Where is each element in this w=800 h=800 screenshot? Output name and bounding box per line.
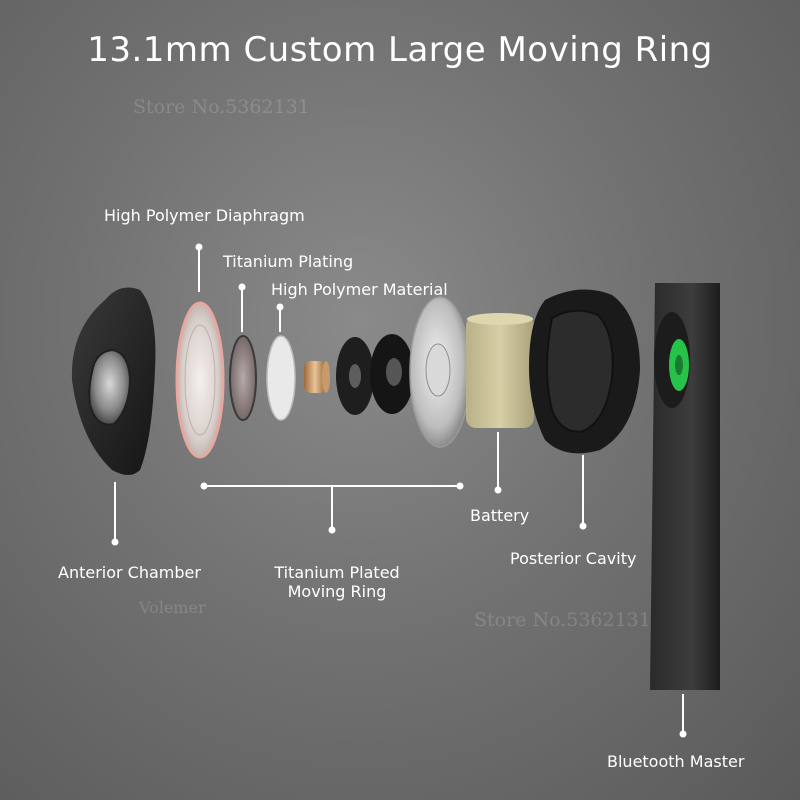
label-titanium-plated-moving-ring: Titanium Plated Moving Ring	[262, 563, 412, 601]
posterior-cavity-part	[529, 289, 640, 454]
page-title: 13.1mm Custom Large Moving Ring	[87, 30, 713, 70]
moving-ring-coil-part	[304, 361, 330, 393]
magnet-yoke-part	[409, 296, 471, 448]
watermark-store-bottom: Store No.5362131	[474, 609, 651, 631]
label-battery: Battery	[470, 506, 530, 525]
high-polymer-material-part	[266, 335, 296, 421]
watermark-volemer: Volemer	[139, 598, 206, 617]
label-titanium-plated-moving-ring-line1: Titanium Plated	[274, 563, 400, 582]
label-titanium-plated-moving-ring-line2: Moving Ring	[287, 582, 387, 601]
label-bluetooth-master: Bluetooth Master	[607, 752, 745, 771]
high-polymer-diaphragm-part	[175, 301, 225, 459]
label-anterior-chamber: Anterior Chamber	[58, 563, 201, 582]
label-posterior-cavity: Posterior Cavity	[510, 549, 637, 568]
anterior-chamber-part	[71, 287, 156, 475]
label-high-polymer-material: High Polymer Material	[271, 280, 448, 299]
bluetooth-master-part	[650, 283, 720, 690]
watermark-store-top: Store No.5362131	[133, 96, 310, 118]
titanium-plating-part	[229, 335, 257, 421]
battery-part	[466, 313, 534, 428]
magnet-ring-part	[370, 334, 414, 414]
spacer-ring-part	[336, 337, 374, 415]
callout-lines	[111, 243, 687, 738]
label-high-polymer-diaphragm: High Polymer Diaphragm	[104, 206, 305, 225]
label-titanium-plating: Titanium Plating	[223, 252, 354, 271]
